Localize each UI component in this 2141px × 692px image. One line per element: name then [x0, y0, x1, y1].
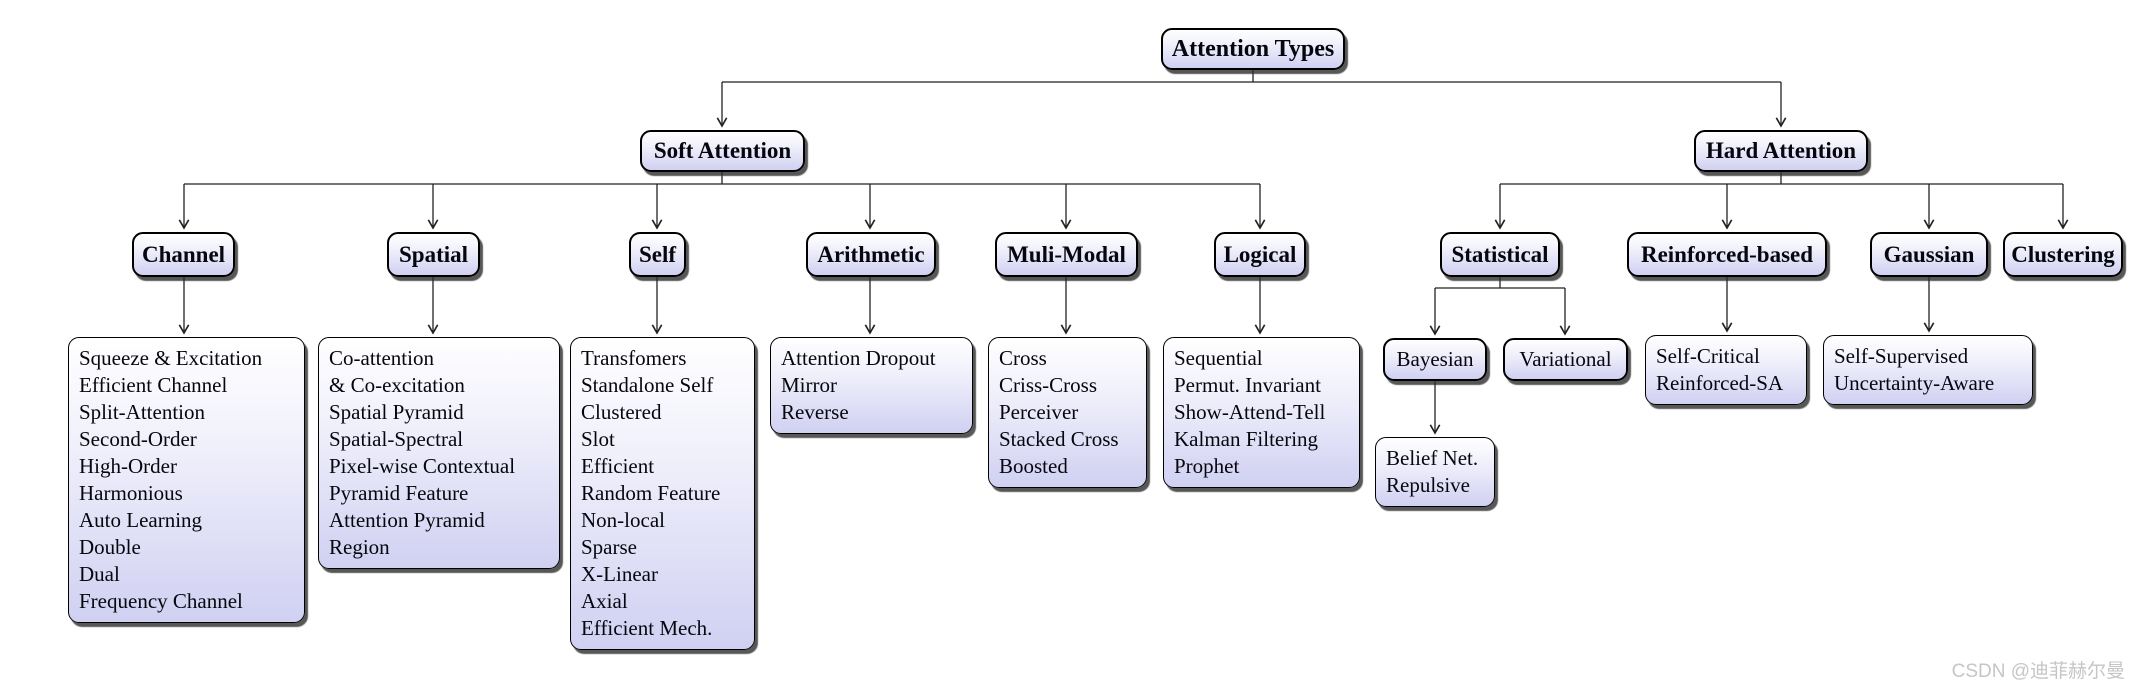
node-bayesian-label: Bayesian: [1396, 347, 1474, 371]
node-attention-types: Attention Types: [1161, 28, 1345, 70]
csdn-watermark: CSDN @迪菲赫尔曼: [1951, 661, 2125, 682]
node-clustering: Clustering: [2003, 232, 2123, 277]
list-item: Efficient Channel: [79, 373, 228, 397]
list-item: Permut. Invariant: [1174, 373, 1321, 397]
node-variational: Variational: [1503, 338, 1628, 381]
node-arithmetic-label: Arithmetic: [817, 241, 925, 267]
node-statistical: Statistical: [1440, 232, 1560, 277]
list-item: Axial: [581, 589, 628, 613]
node-gaussian: Gaussian: [1870, 232, 1988, 277]
list-item: Second-Order: [79, 427, 197, 451]
list-item: Dual: [79, 562, 120, 586]
bayesian-leaf-list: Belief Net. Repulsive: [1375, 437, 1495, 507]
list-item: Standalone Self: [581, 373, 714, 397]
list-item: Perceiver: [999, 400, 1079, 424]
node-gaussian-label: Gaussian: [1883, 241, 1975, 267]
list-item: X-Linear: [581, 562, 658, 586]
node-self-label: Self: [638, 241, 677, 267]
list-item: Spatial-Spectral: [329, 427, 464, 451]
list-item: Repulsive: [1386, 473, 1470, 497]
list-item: Prophet: [1174, 454, 1240, 478]
node-reinforced-based-label: Reinforced-based: [1640, 241, 1814, 267]
node-arithmetic: Arithmetic: [806, 232, 936, 277]
list-item: Sparse: [581, 535, 637, 559]
list-item: Clustered: [581, 400, 662, 424]
list-item: Cross: [999, 346, 1047, 370]
list-item: Reinforced-SA: [1656, 371, 1784, 395]
list-item: Kalman Filtering: [1174, 427, 1319, 451]
list-item: Region: [329, 535, 390, 559]
node-muli-modal: Muli-Modal: [995, 232, 1138, 277]
node-channel-label: Channel: [141, 241, 226, 267]
list-item: Split-Attention: [79, 400, 205, 424]
node-attention-types-label: Attention Types: [1171, 35, 1335, 62]
list-item: High-Order: [79, 454, 177, 478]
node-spatial-label: Spatial: [398, 241, 469, 267]
node-muli-modal-label: Muli-Modal: [1007, 241, 1126, 267]
list-item: Boosted: [999, 454, 1068, 478]
list-item: Random Feature: [581, 481, 721, 505]
list-item: Harmonious: [79, 481, 183, 505]
node-bayesian: Bayesian: [1383, 338, 1487, 381]
list-item: Transfomers: [581, 346, 687, 370]
node-hard-attention: Hard Attention: [1694, 130, 1868, 172]
node-channel: Channel: [132, 232, 235, 277]
list-item: Efficient: [581, 454, 655, 478]
list-item: Sequential: [1174, 346, 1263, 370]
list-item: Reverse: [781, 400, 849, 424]
node-spatial: Spatial: [387, 232, 480, 277]
node-soft-attention: Soft Attention: [640, 130, 805, 172]
list-item: Self-Supervised: [1834, 344, 1969, 368]
list-item: Pixel-wise Contextual: [329, 454, 516, 478]
node-logical: Logical: [1214, 232, 1306, 277]
list-item: Spatial Pyramid: [329, 400, 464, 424]
node-hard-attention-label: Hard Attention: [1705, 138, 1857, 163]
list-item: Squeeze & Excitation: [79, 346, 263, 370]
list-item: Stacked Cross: [999, 427, 1119, 451]
list-item: & Co-excitation: [329, 373, 465, 397]
node-soft-attention-label: Soft Attention: [653, 138, 792, 163]
list-item: Belief Net.: [1386, 446, 1479, 470]
node-statistical-label: Statistical: [1451, 241, 1549, 267]
node-reinforced-based: Reinforced-based: [1627, 232, 1827, 277]
list-item: Uncertainty-Aware: [1834, 371, 1995, 395]
list-item: Slot: [581, 427, 615, 451]
list-item: Double: [79, 535, 141, 559]
list-item: Attention Pyramid: [329, 508, 485, 532]
list-item: Frequency Channel: [79, 589, 243, 613]
node-clustering-label: Clustering: [2011, 241, 2115, 267]
list-item: Attention Dropout: [781, 346, 936, 370]
list-item: Co-attention: [329, 346, 434, 370]
node-variational-label: Variational: [1519, 347, 1612, 371]
node-self: Self: [629, 232, 686, 277]
list-item: Efficient Mech.: [581, 616, 713, 640]
list-item: Non-local: [581, 508, 665, 532]
list-item: Criss-Cross: [999, 373, 1098, 397]
list-item: Self-Critical: [1656, 344, 1760, 368]
node-logical-label: Logical: [1223, 241, 1297, 267]
list-item: Auto Learning: [79, 508, 203, 532]
list-item: Pyramid Feature: [329, 481, 469, 505]
list-item: Show-Attend-Tell: [1174, 400, 1326, 424]
list-item: Mirror: [781, 373, 837, 397]
